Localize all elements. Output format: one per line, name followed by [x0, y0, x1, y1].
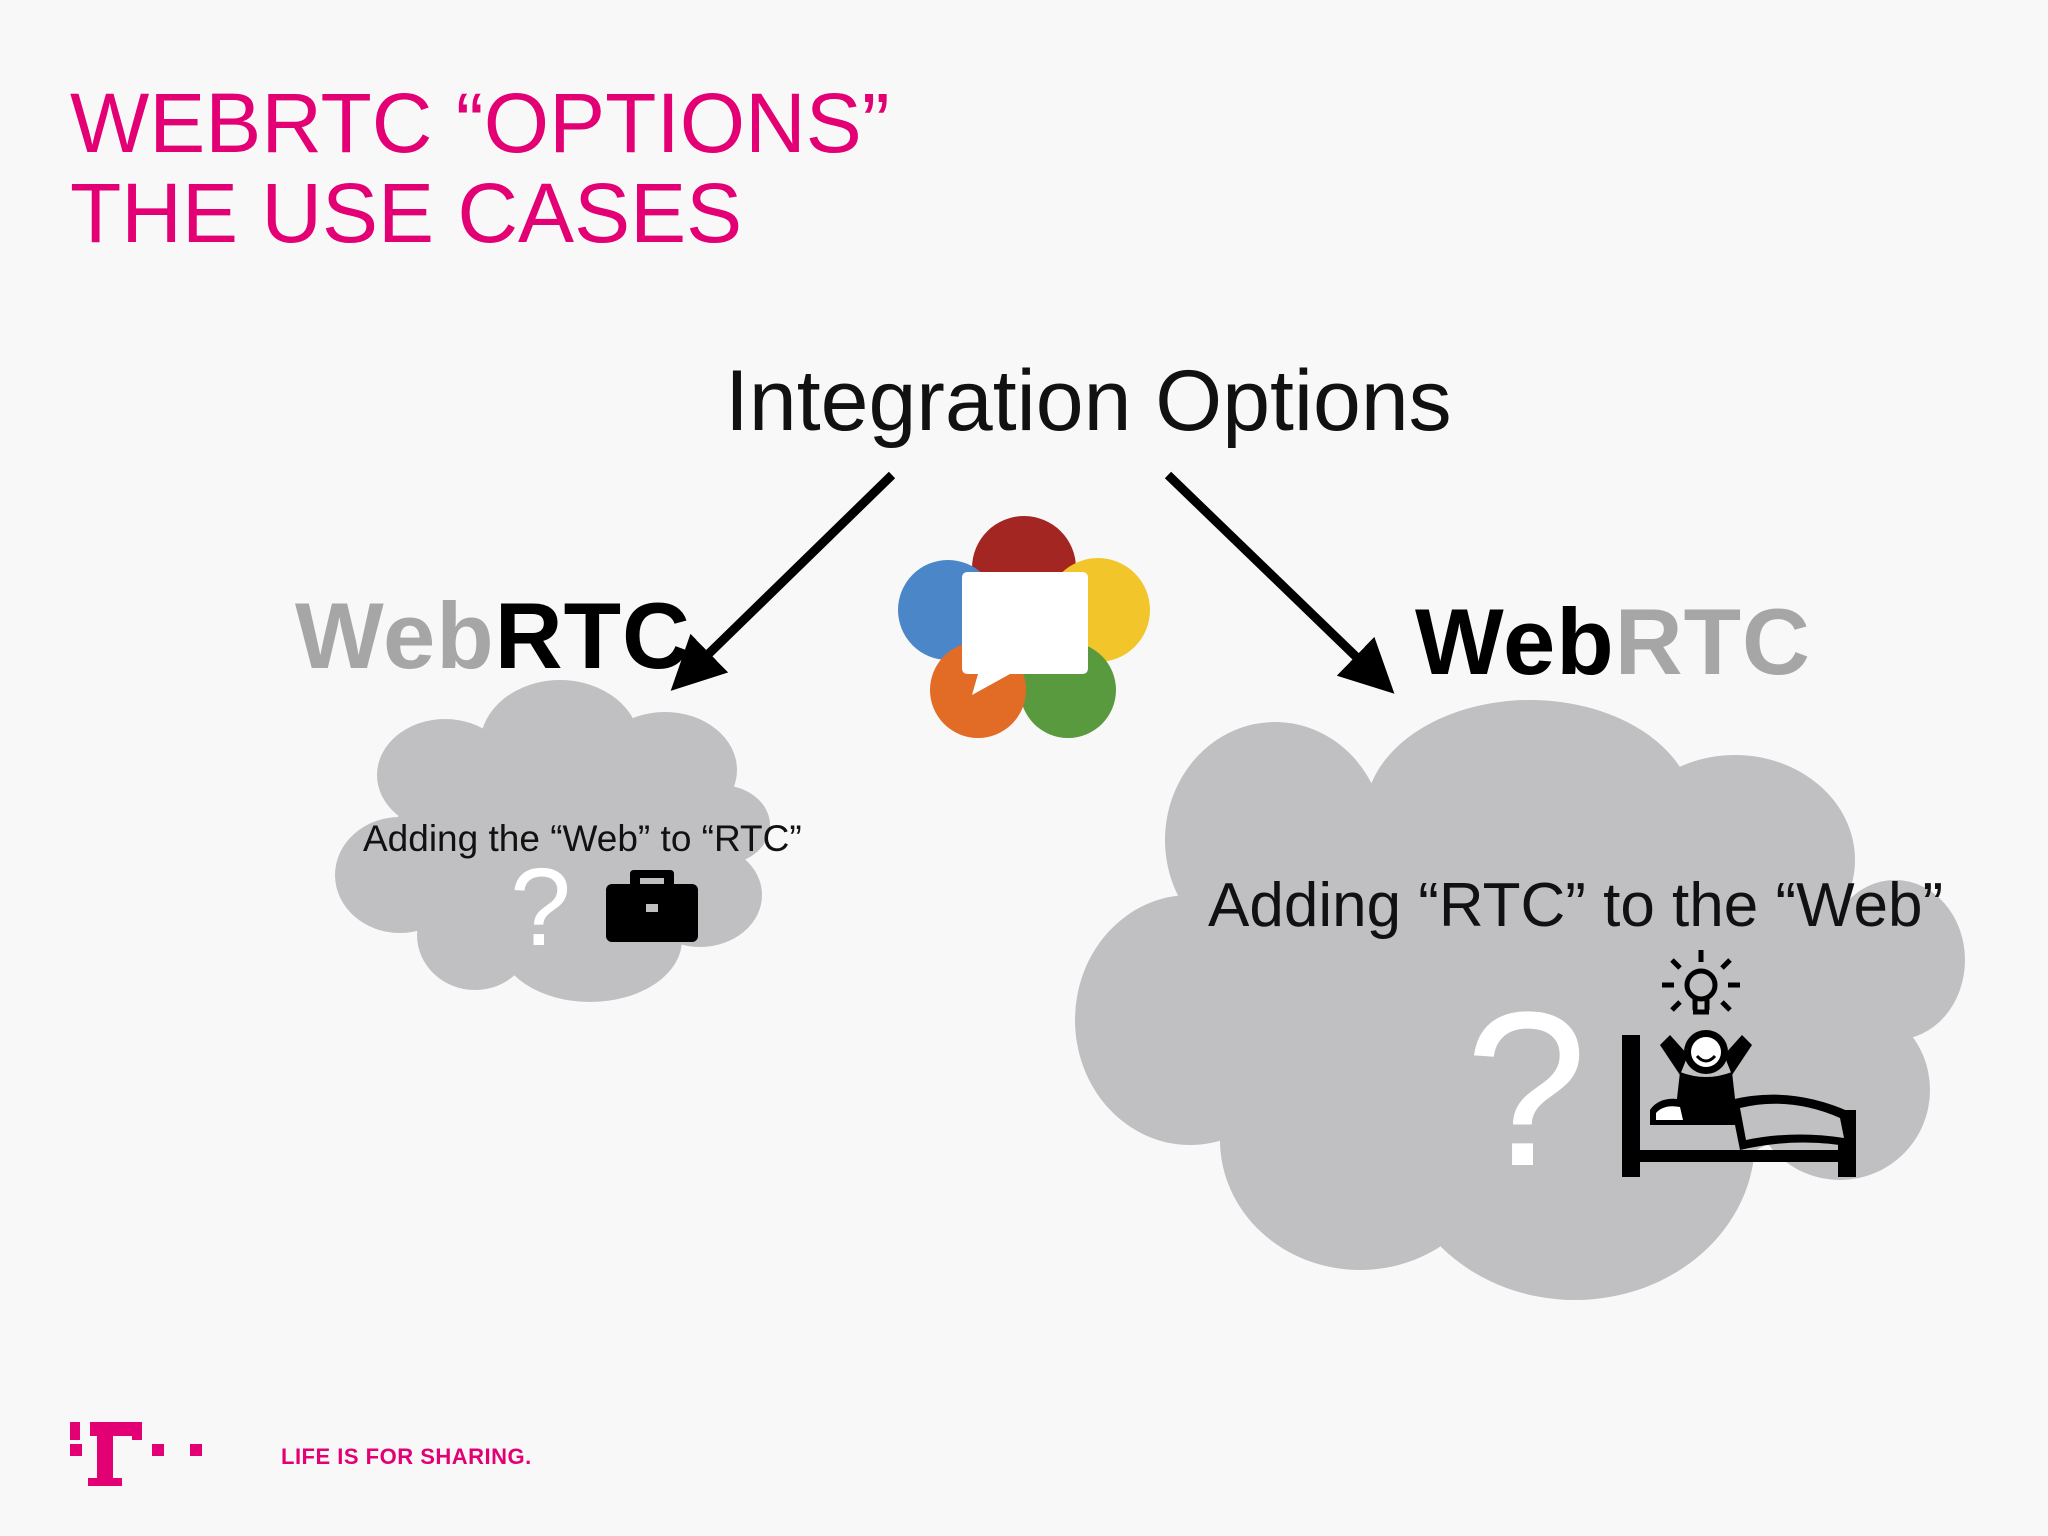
title-line-2: THE USE CASES [70, 166, 743, 260]
footer-tagline: LIFE IS FOR SHARING. [281, 1444, 532, 1469]
arrow-right [1164, 471, 1395, 694]
webrtc-logo-icon [898, 516, 1150, 738]
title-line-1: WEBRTC “OPTIONS” [70, 76, 890, 170]
slide-title: WEBRTC “OPTIONS” THE USE CASES [70, 78, 890, 258]
webrtc-brand-right: WebRTC [1415, 588, 1811, 696]
arrow-left [670, 471, 896, 691]
brand-left-rtc: RTC [494, 583, 691, 688]
question-mark-icon-large: ? [1465, 966, 1587, 1212]
person-in-bed-icon [1622, 1030, 1856, 1177]
cloud-text-web-to-rtc: Adding the “Web” to “RTC” [363, 818, 802, 859]
question-mark-icon-small: ? [510, 846, 571, 969]
lightbulb-icon [1662, 950, 1740, 1015]
briefcase-icon [606, 870, 698, 942]
webrtc-brand-left: WebRTC [295, 582, 691, 690]
telekom-logo-icon [70, 1422, 202, 1486]
brand-right-rtc: RTC [1614, 589, 1811, 694]
cloud-text-rtc-to-web: Adding “RTC” to the “Web” [1208, 871, 1944, 940]
brand-right-web: Web [1415, 589, 1615, 694]
small-cloud [335, 680, 770, 1002]
brand-left-web: Web [295, 583, 495, 688]
integration-options-heading: Integration Options [725, 353, 1452, 449]
